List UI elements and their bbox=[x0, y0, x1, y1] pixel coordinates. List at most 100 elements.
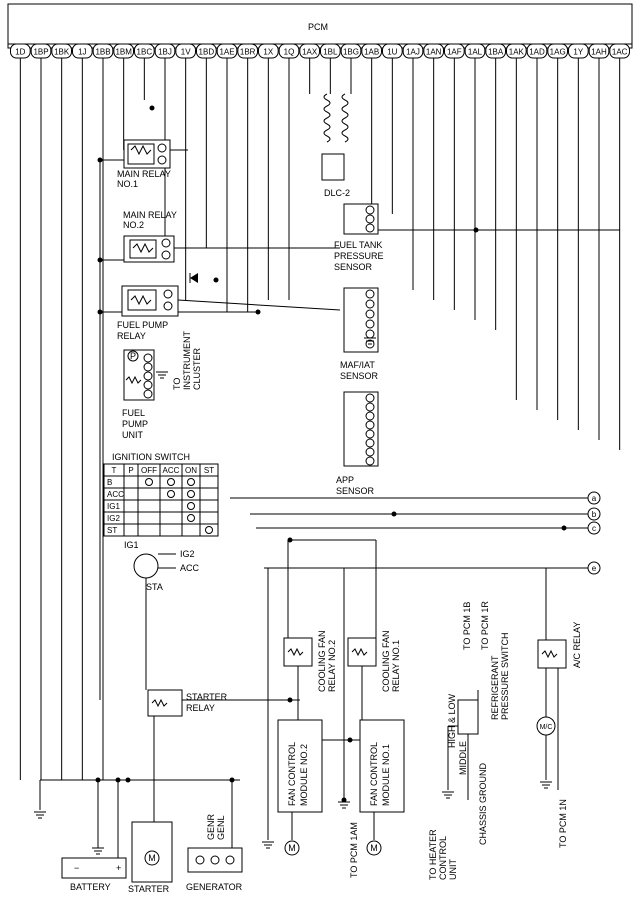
pcm-pin-label: 1BG bbox=[343, 48, 359, 57]
svg-text:IG1: IG1 bbox=[124, 540, 139, 550]
fuel-pump-p-icon bbox=[127, 350, 139, 362]
connector-pin bbox=[143, 389, 153, 399]
svg-text:TO: TO bbox=[172, 378, 182, 390]
svg-text:M: M bbox=[370, 843, 378, 853]
svg-text:UNIT: UNIT bbox=[448, 859, 458, 880]
connector-pin bbox=[365, 447, 375, 457]
starter-relay: STARTER RELAY bbox=[147, 689, 228, 717]
ignition-table-mark bbox=[145, 478, 153, 486]
starter: M STARTER bbox=[128, 821, 173, 894]
connector-pin bbox=[365, 438, 375, 448]
connector-pin bbox=[365, 299, 375, 309]
pcm-pin-label: 1Q bbox=[284, 48, 295, 57]
connector-pin bbox=[143, 362, 153, 372]
pcm-pin-label: 1AD bbox=[529, 48, 545, 57]
connector-pin bbox=[365, 420, 375, 430]
pcm-pin-label: 1BL bbox=[323, 48, 338, 57]
junction-dot bbox=[97, 157, 103, 163]
svg-text:TO PCM 1N: TO PCM 1N bbox=[558, 799, 568, 848]
pcm-pin-label: 1D bbox=[15, 48, 25, 57]
maf-iat-sensor: MAF/IAT SENSOR bbox=[340, 287, 379, 381]
junction-dots bbox=[95, 105, 567, 803]
svg-text:TO HEATER: TO HEATER bbox=[428, 829, 438, 880]
dlc2-label: DLC-2 bbox=[324, 188, 350, 198]
to-instrument-cluster: TO INSTRUMENT CLUSTER bbox=[172, 331, 202, 390]
svg-text:IG2: IG2 bbox=[180, 549, 195, 559]
junction-dot bbox=[213, 277, 219, 283]
diode-icon bbox=[189, 273, 198, 283]
starter-motor-icon bbox=[144, 850, 160, 866]
svg-text:SENSOR: SENSOR bbox=[334, 262, 373, 272]
svg-text:FAN CONTROL: FAN CONTROL bbox=[287, 742, 297, 806]
svg-text:TO PCM 1B: TO PCM 1B bbox=[462, 602, 472, 650]
ac-relay: A/C RELAY M/C TO PCM 1N bbox=[536, 622, 582, 848]
ignition-table-mark bbox=[187, 502, 195, 510]
ignition-switch-symbol: IG1 IG2 ACC STA bbox=[124, 540, 200, 592]
connector-marker-label: b bbox=[592, 510, 597, 519]
pcm-pin-label: 1AG bbox=[550, 48, 566, 57]
ground-icon bbox=[262, 841, 274, 849]
svg-text:CHASSIS GROUND: CHASSIS GROUND bbox=[478, 762, 488, 845]
ground-icon bbox=[540, 781, 552, 789]
svg-text:SENSOR: SENSOR bbox=[336, 486, 375, 496]
ignition-table-mark bbox=[187, 478, 195, 486]
app-sensor: APP SENSOR bbox=[336, 391, 379, 496]
svg-text:FAN CONTROL: FAN CONTROL bbox=[369, 742, 379, 806]
static-wiring bbox=[39, 149, 620, 858]
svg-text:BATTERY: BATTERY bbox=[70, 882, 111, 892]
ignition-table-row-label: IG1 bbox=[107, 502, 120, 511]
ground-icon bbox=[364, 337, 376, 345]
svg-text:COOLING FAN: COOLING FAN bbox=[381, 630, 391, 692]
ignition-table-mark bbox=[205, 526, 213, 534]
junction-dot bbox=[341, 797, 347, 803]
fuel-pump-relay: FUEL PUMP RELAY bbox=[117, 285, 179, 341]
ignition-table-row-label: B bbox=[107, 478, 112, 487]
svg-text:MODULE NO.1: MODULE NO.1 bbox=[381, 744, 391, 806]
svg-text:M: M bbox=[148, 853, 156, 863]
pcm-pin-label: 1AJ bbox=[406, 48, 420, 57]
connector-marker-label: e bbox=[592, 564, 597, 573]
pcm-pin-label: 1BP bbox=[33, 48, 48, 57]
pcm-pin-label: 1X bbox=[263, 48, 273, 57]
ignition-table-mark bbox=[187, 514, 195, 522]
ground-icon bbox=[442, 791, 454, 799]
svg-text:REFRIGERANT: REFRIGERANT bbox=[490, 655, 500, 720]
connector-pin bbox=[365, 223, 375, 233]
svg-text:GENERATOR: GENERATOR bbox=[186, 882, 243, 892]
pcm-title: PCM bbox=[308, 22, 328, 32]
main-relay-2-label: MAIN RELAY bbox=[123, 210, 177, 220]
svg-text:RELAY NO.2: RELAY NO.2 bbox=[327, 640, 337, 692]
svg-text:CLUSTER: CLUSTER bbox=[192, 347, 202, 390]
junction-dot bbox=[391, 511, 397, 517]
to-pcm-1am: TO PCM 1AM bbox=[349, 822, 359, 878]
svg-text:SENSOR: SENSOR bbox=[340, 371, 379, 381]
junction-dot bbox=[255, 309, 261, 315]
pcm-pin-label: 1V bbox=[181, 48, 191, 57]
ground-icon bbox=[92, 847, 104, 855]
fuel-pump-relay-label: FUEL PUMP bbox=[117, 320, 168, 330]
connector-marker-label: c bbox=[592, 524, 596, 533]
svg-text:RELAY NO.1: RELAY NO.1 bbox=[391, 640, 401, 692]
fan-motor-1-icon bbox=[366, 840, 382, 856]
connector-pin bbox=[143, 380, 153, 390]
ignition-switch-title: IGNITION SWITCH bbox=[112, 452, 190, 462]
fuel-tank-pressure-sensor: FUEL TANK PRESSURE SENSOR bbox=[334, 203, 384, 272]
cooling-fan-relay-1: COOLING FAN RELAY NO.1 bbox=[347, 630, 401, 692]
fuel-pump-unit-label-2: PUMP bbox=[122, 419, 148, 429]
ignition-table-header: ST bbox=[204, 466, 214, 475]
svg-text:−: − bbox=[74, 863, 79, 873]
main-relay-2-label-2: NO.2 bbox=[123, 220, 144, 230]
ignition-table-header: ON bbox=[185, 466, 197, 475]
pcm-pin-label: 1AE bbox=[219, 48, 234, 57]
ignition-table-header: OFF bbox=[141, 466, 157, 475]
svg-text:MIDDLE: MIDDLE bbox=[458, 741, 468, 775]
pcm-pin-label: 1BJ bbox=[158, 48, 172, 57]
junction-dot bbox=[229, 777, 235, 783]
main-relay-2: MAIN RELAY NO.2 bbox=[123, 210, 177, 263]
connector-pin bbox=[143, 371, 153, 381]
svg-text:A/C RELAY: A/C RELAY bbox=[572, 622, 582, 668]
svg-text:RELAY: RELAY bbox=[186, 703, 215, 713]
fan-control-module-1: FAN CONTROL MODULE NO.1 M bbox=[359, 719, 405, 856]
